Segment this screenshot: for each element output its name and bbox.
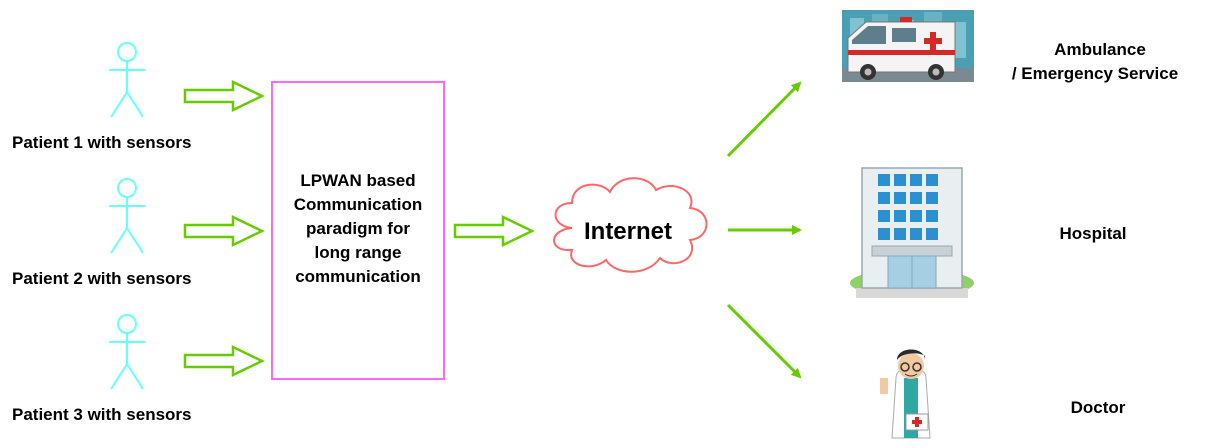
- ambulance-icon: [842, 10, 974, 82]
- lpwan-line-4: long range: [315, 243, 402, 262]
- lpwan-box: [271, 81, 445, 380]
- internet-label: Internet: [584, 218, 672, 245]
- lpwan-line-2: Communication: [294, 195, 422, 214]
- ambulance-label-line-1: Ambulance: [1054, 40, 1146, 59]
- patient-3-arrow: [183, 345, 265, 377]
- patient-3-label: Patient 3 with sensors: [12, 405, 192, 424]
- patient-1-icon: [109, 42, 145, 118]
- arrow-to-doctor: [726, 303, 802, 379]
- patient-2-label: Patient 2 with sensors: [12, 269, 192, 288]
- patient-2-arrow: [183, 215, 265, 247]
- hospital-icon: [850, 167, 974, 298]
- hospital-label: Hospital: [1059, 224, 1126, 243]
- lpwan-line-3: paradigm for: [306, 219, 410, 238]
- lpwan-line-5: communication: [295, 267, 421, 286]
- doctor-icon: [880, 349, 931, 439]
- doctor-label: Doctor: [1071, 398, 1126, 417]
- patient-2-icon: [109, 178, 145, 254]
- arrow-to-ambulance: [726, 81, 802, 158]
- internet-cloud-icon: [553, 177, 708, 273]
- patient-1-label: Patient 1 with sensors: [12, 133, 192, 152]
- lpwan-line-1: LPWAN based: [300, 171, 415, 190]
- patient-3-icon: [109, 314, 145, 390]
- patient-1-arrow: [183, 80, 265, 112]
- lpwan-to-internet-arrow: [453, 215, 535, 247]
- ambulance-label-line-2: / Emergency Service: [1012, 64, 1178, 83]
